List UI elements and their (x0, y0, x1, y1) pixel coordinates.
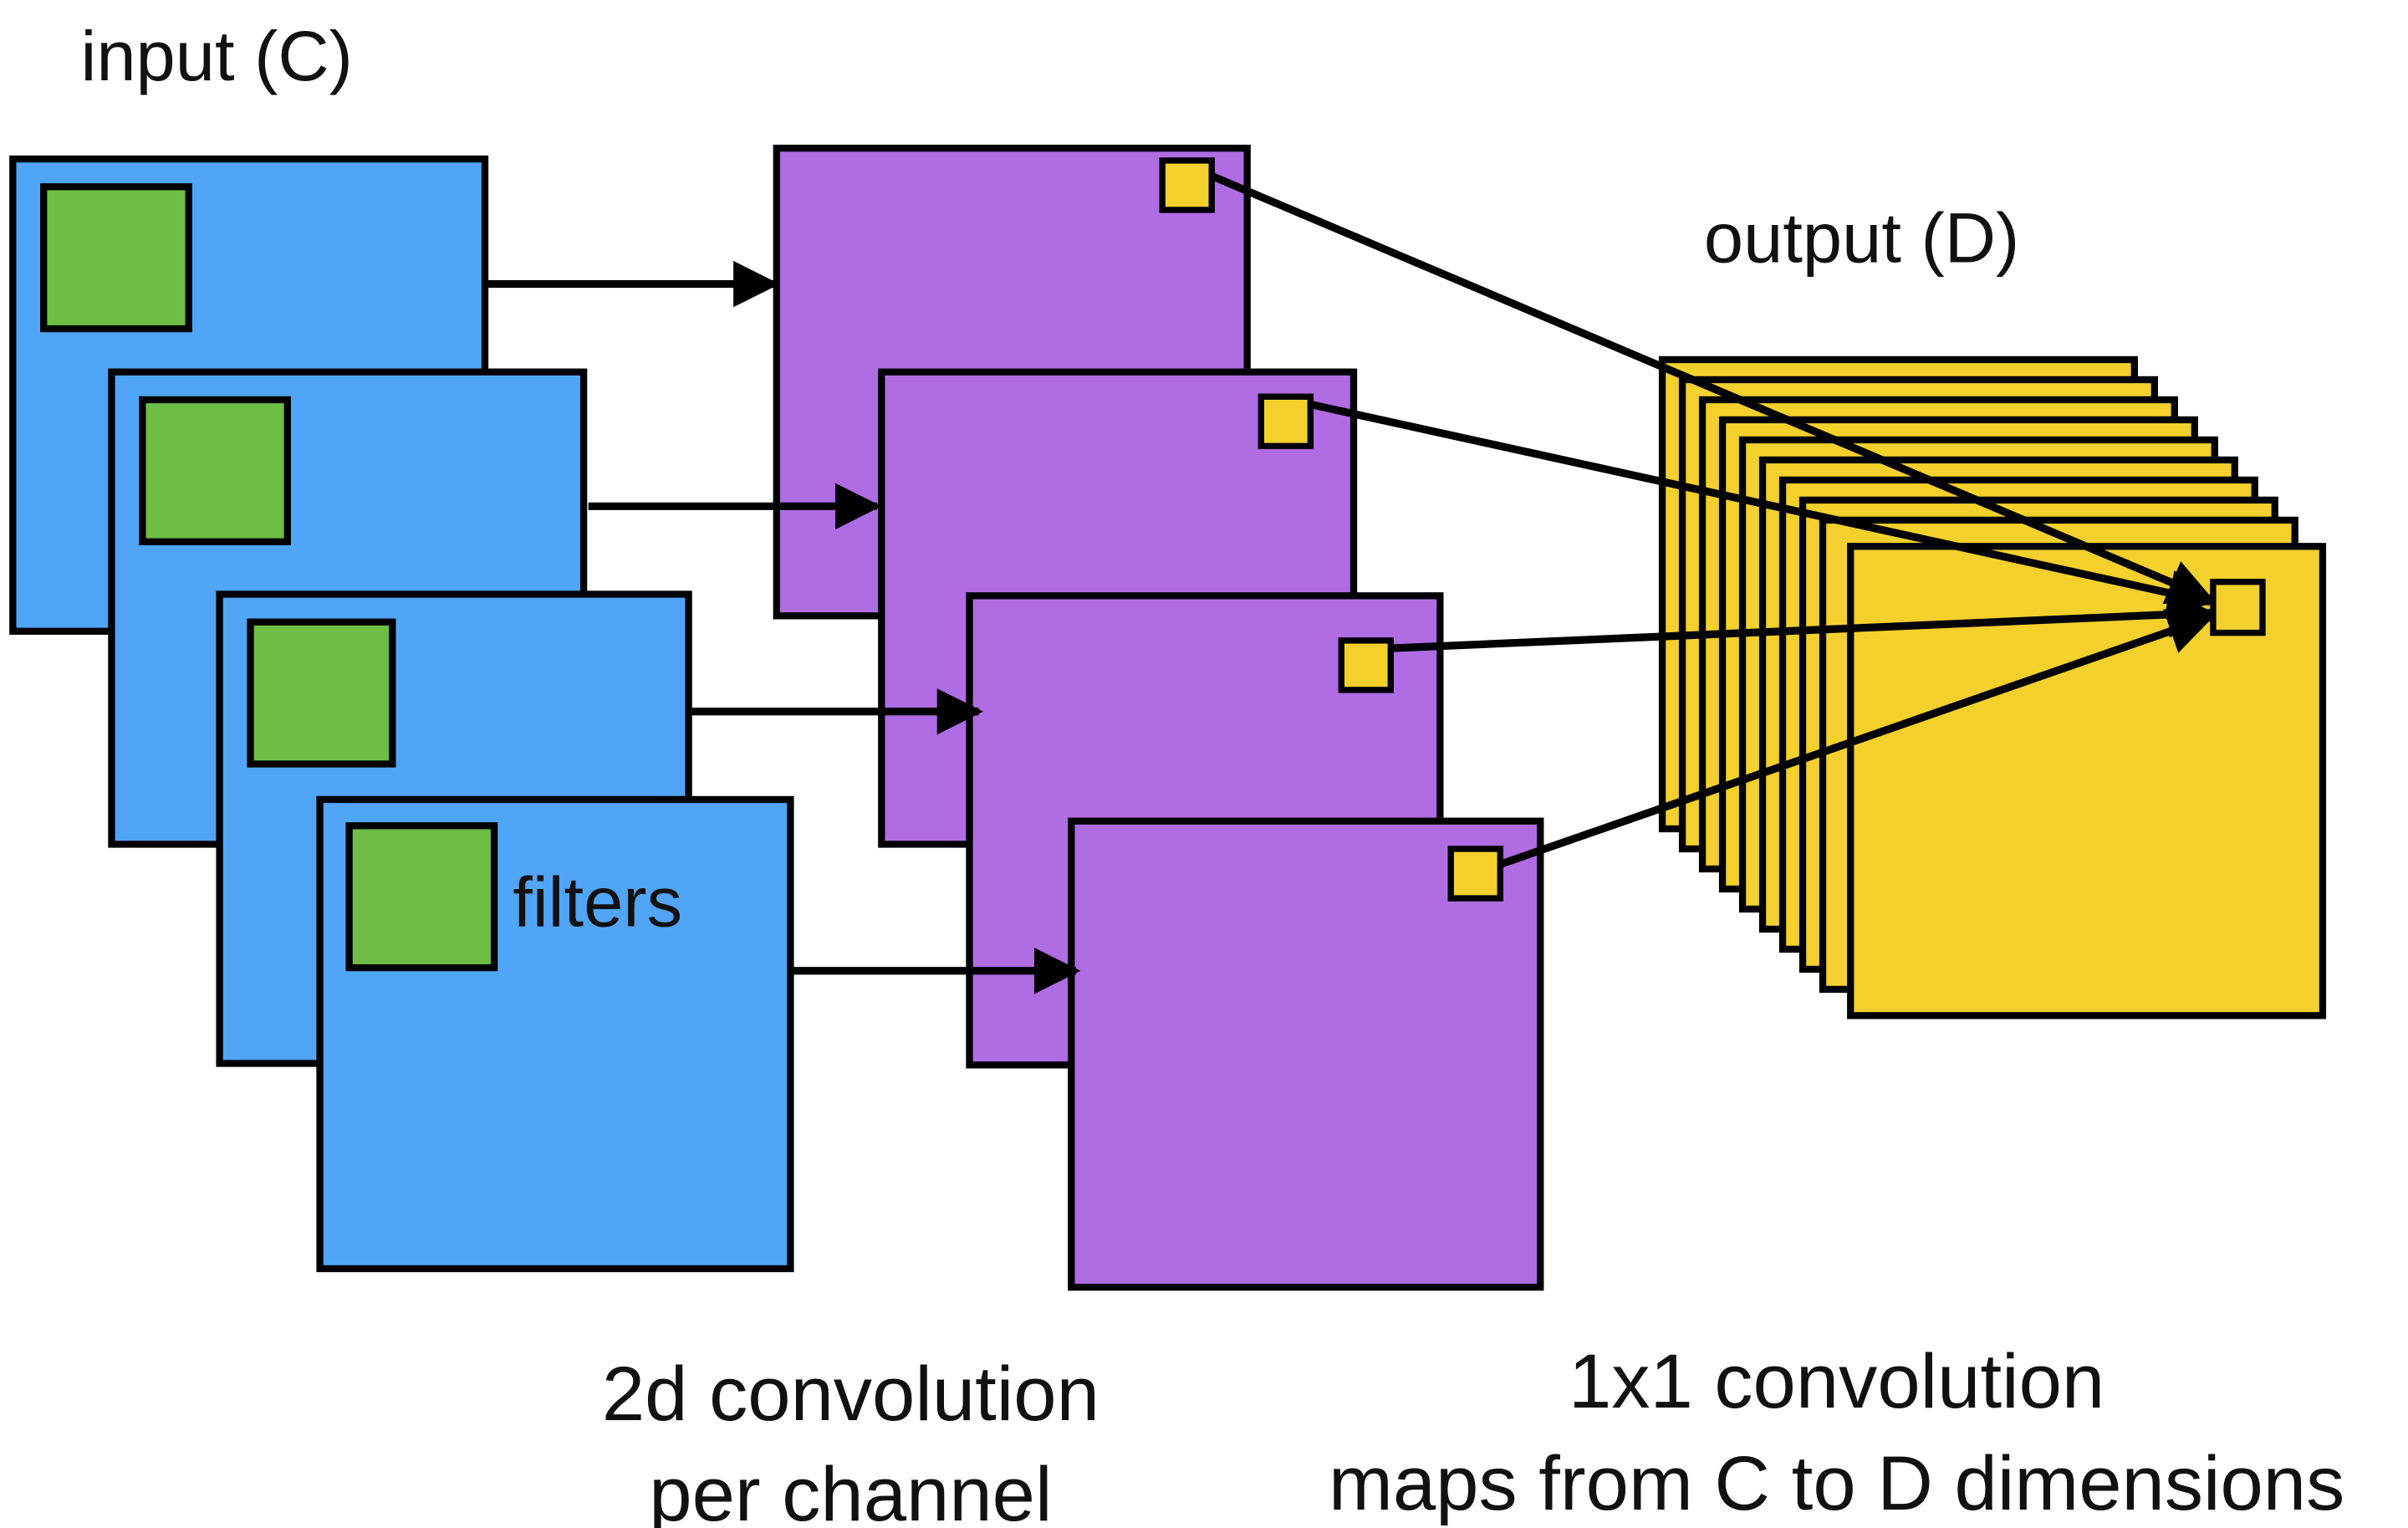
arrow (1210, 172, 2215, 605)
output-pixel-square (2210, 579, 2266, 636)
depthwise-map (1068, 817, 1544, 1291)
filter-square (40, 183, 192, 333)
pointwise-caption-line1: 1x1 convolution (1569, 1337, 2104, 1424)
pixel-square (1258, 393, 1314, 450)
depthwise-caption-line1: 2d convolution (602, 1350, 1099, 1437)
arrow (1390, 591, 2215, 652)
pixel-square (1159, 157, 1215, 213)
pointwise-arrows (1210, 172, 2215, 868)
input-map (316, 795, 794, 1273)
depthwise-caption-line2: per channel (649, 1450, 1052, 1528)
pixel-square (1447, 846, 1504, 902)
arrow (1309, 401, 2215, 616)
input-stack (9, 155, 794, 1273)
arrow (1498, 609, 2215, 868)
filter-square (247, 618, 396, 768)
filter-square (345, 822, 498, 972)
pointwise-caption-line2: maps from C to D dimensions (1329, 1439, 2344, 1526)
input-label: input (C) (81, 16, 353, 95)
depthwise-stack (773, 145, 1544, 1291)
pixel-square (1338, 637, 1394, 693)
output-label: output (D) (1704, 198, 2019, 278)
filters-label: filters (513, 861, 682, 941)
output-stack (1658, 355, 2327, 1020)
depthwise-arrows (487, 260, 1081, 994)
filter-square (139, 396, 291, 545)
